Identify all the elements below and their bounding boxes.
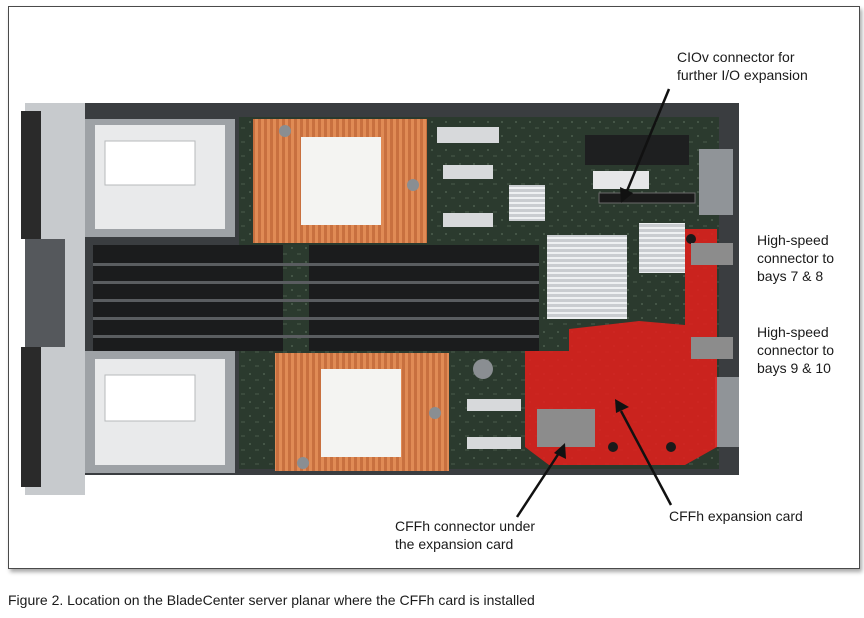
high-speed-connector-bays-9-10-label: High-speed connector to bays 9 & 10 [757, 323, 834, 377]
ciov-label-line-2: further I/O expansion [677, 67, 808, 83]
hs78-label-line-2: connector to [757, 250, 835, 266]
hs910-label-line-1: High-speed [757, 324, 829, 340]
cffh-connector-marker [537, 409, 595, 447]
front-bezel-mid [25, 239, 65, 347]
figure-caption: Figure 2. Location on the BladeCenter se… [8, 592, 535, 608]
high-speed-connector-bays-9-10-marker [691, 337, 733, 359]
hs910-label-line-2: connector to [757, 342, 835, 358]
cffh-connector-label: CFFh connector under the expansion card [395, 517, 535, 553]
cffh-card-arrow [619, 410, 673, 506]
hs78-label-line-1: High-speed [757, 232, 829, 248]
front-bezel-handle-bottom [21, 347, 41, 487]
rear-connectors [699, 149, 739, 447]
card-mount-screws [608, 234, 696, 452]
cffh-connector-arrow [515, 452, 561, 518]
figure-frame: CIOv connector for further I/O expansion… [8, 6, 860, 569]
hard-drive-top [85, 119, 235, 237]
ciov-label-line-1: CIOv connector for [677, 49, 795, 65]
heatsink-bottom [275, 353, 449, 471]
ciov-connector-label: CIOv connector for further I/O expansion [677, 48, 808, 84]
cffh-expansion-card [525, 229, 717, 465]
hard-drive-bottom [85, 351, 235, 473]
hs78-label-line-3: bays 7 & 8 [757, 268, 824, 284]
board-components [437, 127, 689, 449]
memory-slots [93, 245, 539, 351]
high-speed-connector-bays-7-8-marker [691, 243, 733, 265]
hs910-label-line-3: bays 9 & 10 [757, 360, 831, 376]
high-speed-connector-bays-7-8-label: High-speed connector to bays 7 & 8 [757, 231, 834, 285]
cffh-expansion-card-label: CFFh expansion card [669, 507, 803, 525]
ciov-arrow [625, 88, 671, 192]
server-planar-diagram [21, 88, 739, 518]
cffh-connector-label-line-2: the expansion card [395, 536, 514, 552]
front-bezel-handle-top [21, 111, 41, 239]
heatsink-top [253, 119, 427, 243]
callout-arrows [515, 88, 673, 518]
cffh-card-label-text: CFFh expansion card [669, 508, 803, 524]
ciov-connector [598, 192, 696, 204]
cffh-connector-label-line-1: CFFh connector under [395, 518, 536, 534]
